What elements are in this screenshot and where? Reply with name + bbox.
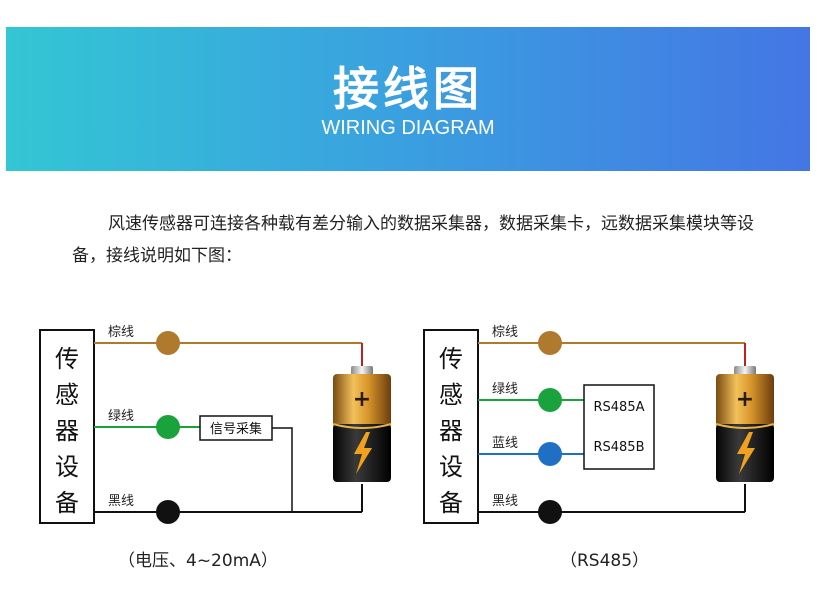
right-diagram: 传 感 器 设 备 棕线 绿线 蓝线 RS485A RS485B 黑线 (423, 325, 775, 524)
right-battery-icon: + (715, 366, 775, 482)
page-subtitle: WIRING DIAGRAM (321, 117, 495, 139)
left-brown-terminal (156, 331, 180, 355)
right-device-box (423, 329, 479, 524)
right-brown-label: 棕线 (492, 325, 518, 340)
right-brown-terminal (538, 331, 562, 355)
right-device-char-2: 感 (439, 381, 463, 409)
left-device-char-5: 备 (55, 489, 79, 517)
right-device-char-4: 设 (439, 453, 463, 481)
left-black-label: 黑线 (108, 494, 134, 509)
right-black-terminal (538, 500, 562, 524)
intro-paragraph: 风速传感器可连接各种载有差分输入的数据采集器，数据采集卡，远数据采集模块等设备，… (72, 214, 754, 266)
left-device-char-3: 器 (55, 417, 79, 445)
header-banner: 接线图 WIRING DIAGRAM (6, 27, 810, 171)
left-black-terminal (156, 500, 180, 524)
left-device-char-4: 设 (55, 453, 79, 481)
left-battery-icon: + (332, 366, 392, 482)
right-blue-terminal (538, 442, 562, 466)
left-device-char-1: 传 (55, 345, 79, 373)
right-device-char-5: 备 (439, 489, 463, 517)
right-diagram-caption: （RS485） (560, 551, 650, 571)
right-black-label: 黑线 (492, 494, 518, 509)
left-diagram-caption: （电压、4~20mA） (118, 551, 278, 571)
right-device-char-1: 传 (439, 345, 463, 373)
left-device-box (39, 329, 95, 524)
left-brown-label: 棕线 (108, 325, 134, 340)
svg-text:+: + (353, 387, 371, 412)
right-device-char-3: 器 (439, 417, 463, 445)
rs485-box (583, 384, 655, 470)
svg-text:+: + (736, 387, 754, 412)
left-collector-label: 信号采集 (210, 421, 262, 437)
left-diagram: 传 感 器 设 备 棕线 绿线 信号采集 黑线 + (39, 325, 392, 524)
right-green-terminal (538, 388, 562, 412)
rs485-a-label: RS485A (594, 400, 645, 415)
right-blue-label: 蓝线 (492, 436, 518, 451)
left-collector-return (272, 427, 293, 512)
page-title: 接线图 (333, 62, 483, 116)
right-green-label: 绿线 (492, 382, 518, 397)
left-green-terminal (156, 415, 180, 439)
rs485-b-label: RS485B (593, 440, 644, 455)
left-device-char-2: 感 (55, 381, 79, 409)
left-green-label: 绿线 (108, 409, 134, 424)
